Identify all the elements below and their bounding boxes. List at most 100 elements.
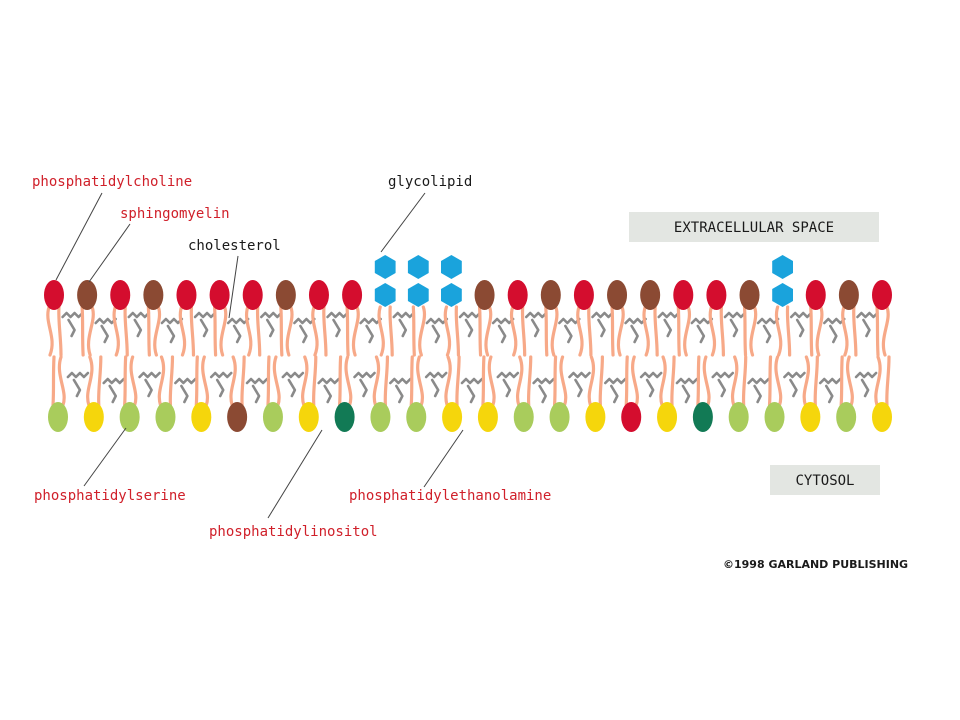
cholesterol-molecule (723, 311, 747, 338)
fatty-acid-tail (87, 305, 95, 357)
cholesterol-molecule (94, 317, 117, 344)
fatty-acid-tail (322, 305, 328, 357)
inner-lipid-phosphatidylserine (157, 355, 175, 407)
cholesterol-molecule (392, 311, 416, 338)
cholesterol-molecule (281, 371, 305, 398)
cholesterol-molecule (424, 371, 448, 398)
fatty-acid-tail (411, 305, 416, 357)
cholesterol-molecule (711, 371, 735, 398)
fatty-acid-tail (388, 305, 394, 357)
headgroup-phosphatidylcholine (872, 280, 892, 310)
inner-lipid-phosphatidylserine (266, 355, 281, 407)
cholesterol-molecule (491, 317, 515, 344)
fatty-acid-tail (229, 355, 237, 407)
fatty-acid-tail (730, 355, 739, 407)
headgroup-phosphatidylinositol (692, 402, 713, 432)
outer-lipid-phosphatidylcholine (708, 305, 725, 357)
headgroup-phosphatidylethanolamine (872, 402, 892, 432)
label-phosphatidylinositol: phosphatidylinositol (209, 524, 378, 540)
outer-lipid-phosphatidylcholine (345, 305, 360, 357)
fatty-acid-tail (201, 355, 210, 407)
fatty-acid-tail (610, 305, 615, 357)
outer-lipid-sphingomyelin (80, 305, 95, 357)
glycolipid-sugar-chain (441, 255, 462, 307)
headgroup-phosphatidylserine (155, 402, 176, 432)
cholesterol-molecule (259, 311, 283, 338)
leader-sphingomyelin (88, 223, 131, 283)
fatty-acid-tail (598, 355, 604, 407)
cholesterol-molecule (193, 311, 217, 338)
inner-lipid-phosphatidylserine (552, 355, 568, 407)
cholesterol-molecule (66, 371, 90, 398)
leader-phosphatidylinositol (267, 429, 323, 519)
cholesterol-molecule (138, 371, 161, 398)
fatty-acid-tail (112, 305, 120, 357)
fatty-acid-tail (57, 305, 63, 357)
cholesterol-molecule (326, 311, 349, 338)
fatty-acid-tail (416, 355, 424, 407)
headgroup-phosphatidylcholine (242, 280, 263, 310)
sugar-residue (441, 255, 462, 279)
outer-lipid-phosphatidylcholine (46, 305, 63, 357)
inner-lipid-phosphatidylinositol (696, 355, 711, 407)
cholesterol-molecule (856, 311, 879, 338)
fatty-acid-tail (409, 355, 414, 407)
fatty-acid-tail (51, 355, 56, 407)
headgroup-phosphatidylethanolamine (657, 402, 678, 432)
cholesterol-molecule (425, 317, 449, 344)
sugar-residue (407, 255, 429, 279)
outer-lipid-glycolipid (443, 305, 461, 357)
outer-lipid-phosphatidylcholine (213, 305, 228, 357)
headgroup-phosphatidylserine (549, 402, 570, 432)
inner-lipid-phosphatidylethanolamine (659, 355, 676, 407)
cholesterol-molecule (568, 371, 591, 398)
fatty-acid-tail (57, 355, 66, 407)
extracellular-box (629, 212, 879, 242)
fatty-acid-tail (742, 305, 748, 357)
fatty-acid-tail (774, 355, 783, 407)
fatty-acid-tail (616, 305, 625, 357)
outer-lipid-phosphatidylcholine (509, 305, 527, 357)
cytosol-box (770, 465, 880, 495)
cholesterol-molecule (174, 377, 197, 404)
fatty-acid-tail (123, 305, 129, 357)
extracellular-label: EXTRACELLULAR SPACE (674, 220, 834, 236)
fatty-acid-tail (344, 355, 353, 407)
fatty-acid-tail (255, 305, 262, 357)
label-sphingomyelin: sphingomyelin (120, 206, 230, 222)
fatty-acid-tail (631, 355, 639, 407)
cholesterol-molecule (458, 311, 482, 338)
headgroup-phosphatidylcholine (308, 280, 329, 310)
fatty-acid-tail (846, 355, 854, 407)
inner-lipid-phosphatidylserine (730, 355, 748, 407)
headgroup-phosphatidylethanolamine (442, 402, 463, 432)
fatty-acid-tail (642, 305, 650, 357)
fatty-acid-tail (454, 305, 461, 357)
headgroup-phosphatidylserine (370, 402, 391, 432)
cholesterol-molecule (604, 377, 627, 404)
cholesterol-molecule (460, 377, 484, 404)
inner-lipid-phosphatidylethanolamine (481, 355, 496, 407)
fatty-acid-tail (587, 305, 593, 357)
fatty-acid-tail (377, 305, 385, 357)
leader-phosphatidylethanolamine (423, 429, 464, 488)
headgroup-sphingomyelin (540, 280, 561, 310)
headgroup-phosphatidylethanolamine (585, 402, 606, 432)
headgroup-sphingomyelin (227, 402, 248, 432)
outer-lipid-sphingomyelin (742, 305, 758, 357)
fatty-acid-tail (487, 355, 496, 407)
fatty-acid-tail (653, 305, 659, 357)
headgroup-phosphatidylethanolamine (83, 402, 104, 432)
sugar-residue (374, 255, 396, 279)
fatty-acid-tail (484, 305, 493, 357)
fatty-acid-tail (624, 355, 629, 407)
cholesterol-molecule (639, 371, 663, 398)
cholesterol-molecule (854, 371, 878, 398)
headgroup-phosphatidylcholine (110, 280, 131, 310)
outer-lipid-sphingomyelin (146, 305, 162, 357)
inner-lipid-phosphatidylinositol (338, 355, 353, 407)
headgroup-sphingomyelin (77, 280, 98, 310)
sugar-residue (407, 283, 429, 307)
label-phosphatidylserine: phosphatidylserine (34, 488, 186, 504)
fatty-acid-tail (213, 305, 218, 357)
